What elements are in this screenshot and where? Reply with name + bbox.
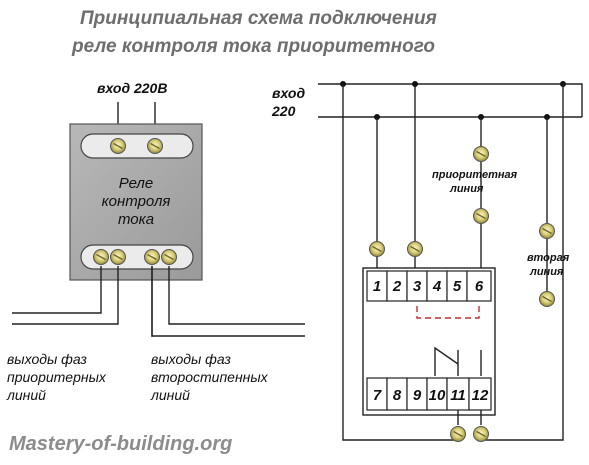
relay-output-wire-2 bbox=[12, 266, 119, 325]
relay-output-screw-4 bbox=[160, 248, 178, 266]
terminal-number: 10 bbox=[429, 387, 446, 404]
terminal-number: 6 bbox=[475, 278, 484, 295]
terminal-number: 4 bbox=[432, 278, 442, 295]
terminal-number: 11 bbox=[450, 387, 466, 404]
terminal-number: 1 bbox=[373, 278, 381, 295]
terminal-number: 9 bbox=[413, 387, 422, 404]
second-line-label-1: вторая bbox=[527, 252, 570, 264]
terminal-number: 2 bbox=[392, 278, 402, 295]
priority-outputs-label-2: приоритерных bbox=[7, 369, 107, 385]
relay-input-screw-2 bbox=[146, 137, 164, 155]
wiring-input-label-2: 220 bbox=[271, 103, 296, 119]
relay-output-screw-2 bbox=[109, 248, 127, 266]
relay-output-screw-3 bbox=[143, 248, 161, 266]
relay-contact-arm bbox=[434, 346, 459, 376]
terminal-number: 8 bbox=[393, 387, 402, 404]
wiring-input-label-1: вход bbox=[272, 85, 305, 101]
secondary-outputs-label-3: линий bbox=[150, 387, 190, 403]
terminal-cell bbox=[466, 270, 492, 302]
relay-body-text-2: контроля bbox=[102, 193, 171, 210]
terminal-3-screw bbox=[406, 240, 424, 258]
top-terminal-row: 1 2 3 4 5 6 bbox=[366, 270, 492, 302]
terminal-number: 12 bbox=[472, 387, 489, 404]
relay-body-text-3: тока bbox=[118, 211, 154, 228]
relay-output-wire-4 bbox=[168, 266, 305, 325]
diagram-title-line2: реле контроля тока приоритетного bbox=[71, 36, 435, 57]
bottom-terminal-row: 7 8 9 10 11 12 bbox=[366, 377, 492, 411]
priority-line-terminal-bottom bbox=[472, 207, 490, 225]
watermark: Mastery-of-building.org bbox=[9, 433, 232, 455]
terminal-number: 5 bbox=[453, 278, 462, 295]
secondary-outputs-label-1: выходы фаз bbox=[151, 351, 231, 367]
second-line-label-2: линия bbox=[529, 266, 564, 278]
priority-line-label-2: линия bbox=[449, 183, 484, 195]
wiring-schematic: вход 220 приоритетная линия вторая линия bbox=[271, 81, 583, 443]
relay-body-text-1: Реле bbox=[119, 175, 153, 192]
priority-outputs-label-3: линий bbox=[6, 387, 46, 403]
relay-module: вход 220В Реле контроля тока выходы фаз … bbox=[6, 80, 305, 403]
diagram-title-line1: Принципиальная схема подключения bbox=[80, 8, 437, 29]
relay-output-wire-1 bbox=[12, 266, 102, 314]
bus-end-wire bbox=[563, 83, 583, 117]
second-line-terminal-top bbox=[538, 222, 556, 240]
junction-dot bbox=[412, 81, 418, 87]
relay-input-label: вход 220В bbox=[97, 80, 167, 96]
relay-top-terminal-strip bbox=[80, 133, 194, 159]
phase-return-wire bbox=[342, 84, 460, 441]
secondary-outputs-label-2: второстипенных bbox=[151, 369, 269, 385]
relay-output-wire-5 bbox=[151, 266, 305, 337]
priority-line-label-1: приоритетная bbox=[432, 169, 518, 181]
relay-input-screw-1 bbox=[109, 137, 127, 155]
priority-outputs-label-1: выходы фаз bbox=[7, 351, 87, 367]
terminal-number: 7 bbox=[373, 387, 382, 404]
terminal-1-screw bbox=[368, 240, 386, 258]
terminal-12-screw bbox=[472, 425, 490, 443]
terminal-11-screw bbox=[449, 425, 467, 443]
relay-output-screw-1 bbox=[92, 248, 110, 266]
second-line-phase-wire bbox=[484, 84, 564, 441]
terminal-cell bbox=[468, 377, 492, 411]
second-line-terminal-bottom bbox=[538, 290, 556, 308]
terminal-number: 3 bbox=[413, 278, 422, 295]
internal-link-dashed bbox=[416, 306, 480, 319]
priority-line-terminal-top bbox=[472, 145, 490, 163]
